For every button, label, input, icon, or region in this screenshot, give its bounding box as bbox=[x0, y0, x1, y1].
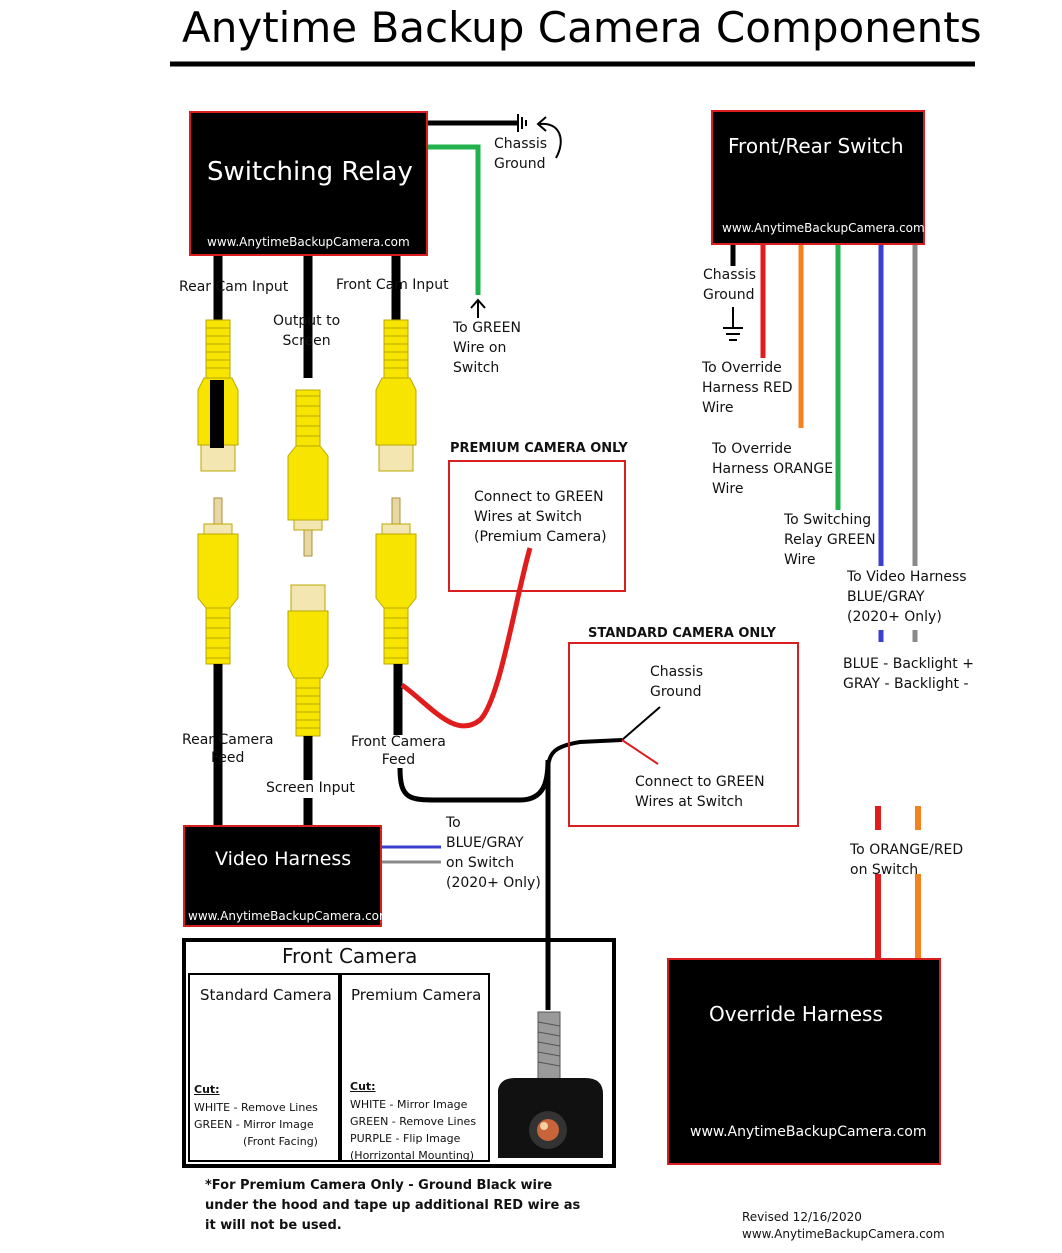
relay-to-green-label: To GREEN Wire on Switch bbox=[453, 320, 521, 376]
rear-cam-input-label: Rear Cam Input bbox=[179, 279, 289, 295]
override-name: Override Harness bbox=[709, 1002, 883, 1026]
switching-relay-box: Switching Relay www.AnytimeBackupCamera.… bbox=[189, 111, 428, 256]
video-harness-box: Video Harness www.AnytimeBackupCamera.co… bbox=[183, 825, 391, 927]
override-website: www.AnytimeBackupCamera.com bbox=[690, 1124, 927, 1140]
premium-cut-text: WHITE - Mirror Image GREEN - Remove Line… bbox=[350, 1098, 477, 1162]
switch-website: www.AnytimeBackupCamera.com bbox=[722, 221, 925, 235]
switch-name: Front/Rear Switch bbox=[728, 134, 904, 158]
front-camera-feed-label: Front Camera Feed bbox=[351, 734, 446, 768]
front-rear-switch-box: Front/Rear Switch www.AnytimeBackupCamer… bbox=[711, 110, 925, 245]
premium-camera-panel: Premium Camera Cut: WHITE - Mirror Image… bbox=[340, 973, 490, 1162]
video-harness-label: To BLUE/GRAY on Switch (2020+ Only) bbox=[446, 815, 541, 891]
premium-heading: PREMIUM CAMERA ONLY bbox=[450, 441, 628, 456]
override-harness-box: Override Harness www.AnytimeBackupCamera… bbox=[667, 958, 941, 1165]
standard-chassis-ground-label: Chassis Ground bbox=[650, 664, 703, 700]
front-cam-input-label: Front Cam Input bbox=[336, 277, 449, 293]
rear-camera-feed-label: Rear Camera Feed bbox=[182, 732, 274, 766]
relay-website: www.AnytimeBackupCamera.com bbox=[207, 235, 410, 249]
switch-chassis-ground-label: Chassis Ground bbox=[703, 267, 756, 303]
screen-input-label: Screen Input bbox=[266, 780, 355, 796]
revised-date: Revised 12/16/2020 bbox=[742, 1210, 862, 1224]
standard-heading: STANDARD CAMERA ONLY bbox=[588, 626, 776, 641]
backlight-label: BLUE - Backlight + GRAY - Backlight - bbox=[843, 656, 974, 692]
to-override-red-label: To Override Harness RED Wire bbox=[702, 360, 793, 416]
to-override-orange-label: To Override Harness ORANGE Wire bbox=[712, 441, 834, 497]
standard-text: Connect to GREEN Wires at Switch bbox=[635, 774, 765, 810]
premium-text: Connect to GREEN Wires at Switch (Premiu… bbox=[474, 489, 607, 545]
page-title: Anytime Backup Camera Components bbox=[182, 3, 982, 52]
premium-note: *For Premium Camera Only - Ground Black … bbox=[205, 1178, 581, 1233]
standard-cut-heading: Cut: bbox=[194, 1083, 220, 1096]
to-relay-green-label: To Switching Relay GREEN Wire bbox=[784, 512, 876, 568]
override-label: To ORANGE/RED on Switch bbox=[850, 842, 964, 878]
footer-website: www.AnytimeBackupCamera.com bbox=[742, 1227, 945, 1241]
premium-camera-title: Premium Camera bbox=[351, 986, 482, 1004]
camera-icon bbox=[498, 1011, 603, 1158]
relay-name: Switching Relay bbox=[207, 157, 413, 187]
to-video-harness-label: To Video Harness BLUE/GRAY (2020+ Only) bbox=[847, 569, 967, 625]
video-harness-website: www.AnytimeBackupCamera.com bbox=[188, 909, 391, 923]
premium-cut-heading: Cut: bbox=[350, 1080, 376, 1093]
output-to-screen-label: Output to Screen bbox=[273, 313, 341, 349]
standard-camera-panel: Standard Camera Cut: WHITE - Remove Line… bbox=[188, 973, 340, 1162]
video-harness-name: Video Harness bbox=[215, 848, 352, 870]
standard-camera-title: Standard Camera bbox=[200, 986, 332, 1004]
standard-cut-text: WHITE - Remove Lines GREEN - Mirror Imag… bbox=[194, 1101, 318, 1148]
relay-chassis-ground-label: Chassis Ground bbox=[494, 136, 547, 172]
front-camera-title: Front Camera bbox=[282, 944, 418, 968]
